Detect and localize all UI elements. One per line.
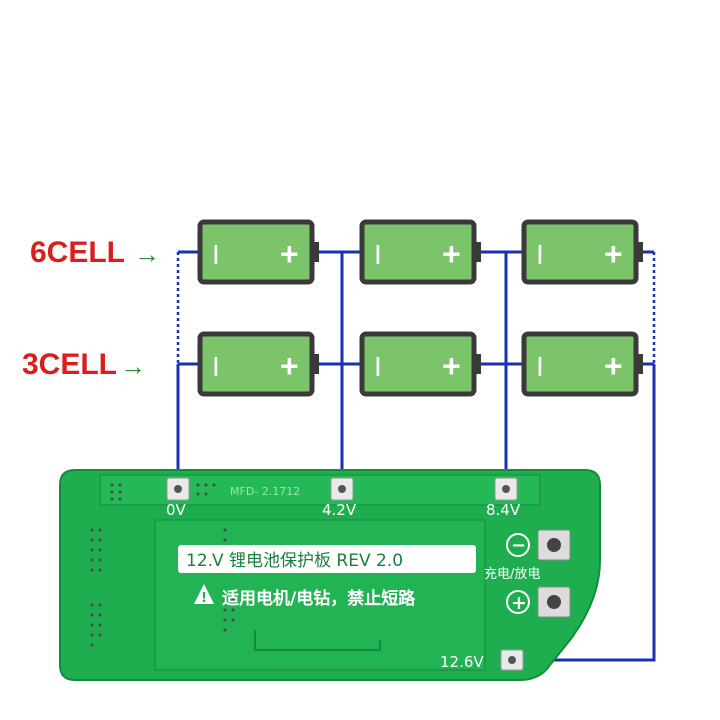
title-box: [178, 545, 476, 573]
title-prefix: 12.: [186, 551, 213, 571]
battery-three-cell-3: I+: [521, 331, 643, 397]
battery-plus-mark: +: [604, 236, 623, 272]
battery-plus-mark: +: [280, 236, 299, 272]
pad-label-12-6v: 12.6V: [440, 653, 484, 671]
pad-output-minus: [537, 529, 571, 561]
pad-8v: [494, 477, 518, 501]
plus-symbol: +: [511, 592, 527, 614]
battery-three-cell-1: I+: [197, 331, 319, 397]
pad-label-4-2v: 4.2V: [322, 501, 357, 519]
plus-circle-icon: [506, 590, 530, 614]
battery-minus-mark: I: [212, 239, 220, 270]
minus-symbol: −: [511, 535, 526, 556]
battery-minus-mark: I: [536, 351, 544, 382]
pcb-via-dots: [90, 483, 235, 647]
charge-discharge-label: 充电/放电: [484, 566, 540, 582]
battery-terminal: [474, 354, 481, 374]
battery-plus-mark: +: [280, 348, 299, 384]
pad-label-8-4v: 8.4V: [486, 501, 521, 519]
battery-six-cell-3: I+: [521, 219, 643, 285]
pad-12v: [500, 649, 524, 671]
battery-terminal: [312, 242, 319, 262]
warning-icon-mark: !: [201, 591, 207, 606]
battery-terminal: [636, 242, 643, 262]
battery-six-cell-1: I+: [197, 219, 319, 285]
battery-plus-mark: +: [442, 236, 461, 272]
silk-mfd: MFD- 2.1712: [230, 485, 300, 498]
pad-label-0v: 0V: [166, 501, 187, 519]
arrow-6cell: →: [134, 239, 160, 269]
label-6cell: 6CELL: [30, 236, 125, 269]
battery-terminal: [312, 354, 319, 374]
battery-grid: I+I+I+I+I+I+: [197, 219, 643, 397]
wiring: [176, 250, 656, 662]
warning-text: 适用电机/电钻，禁止短路: [222, 588, 416, 609]
pad-4v: [330, 477, 354, 501]
battery-minus-mark: I: [212, 351, 220, 382]
arrow-3cell: →: [120, 351, 146, 381]
battery-three-cell-2: I+: [359, 331, 481, 397]
pad-output-plus: [537, 586, 571, 618]
battery-terminal: [636, 354, 643, 374]
pcb-trace: [254, 630, 381, 651]
wire-12v-down: [512, 364, 656, 662]
warning-icon: [194, 584, 214, 604]
title-text: V 锂电池保护板 REV 2.0: [212, 551, 403, 571]
battery-minus-mark: I: [536, 239, 544, 270]
pad-0v: [166, 477, 190, 501]
battery-six-cell-2: I+: [359, 219, 481, 285]
battery-minus-mark: I: [374, 239, 382, 270]
battery-plus-mark: +: [604, 348, 623, 384]
battery-plus-mark: +: [442, 348, 461, 384]
battery-terminal: [474, 242, 481, 262]
minus-circle-icon: [506, 533, 530, 557]
label-3cell: 3CELL: [22, 348, 117, 381]
protection-board: MFD- 2.1712 0V 4.2V 8.4V 12.6V 12. V 锂电池…: [59, 469, 601, 681]
battery-minus-mark: I: [374, 351, 382, 382]
